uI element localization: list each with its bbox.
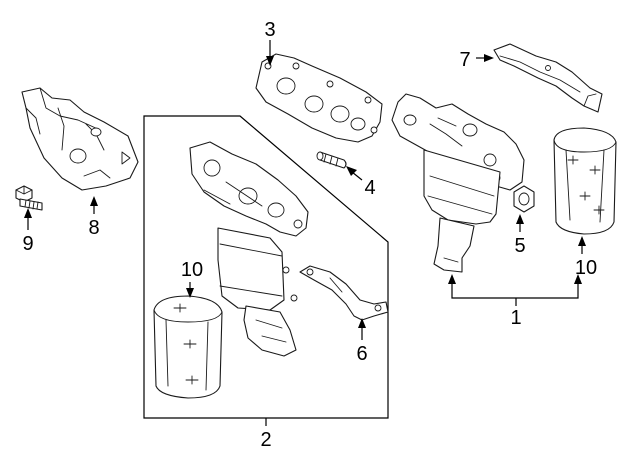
part-3-gasket bbox=[255, 53, 383, 143]
part-2-assembly-box bbox=[143, 115, 389, 419]
callout-9: 9 bbox=[22, 233, 33, 255]
callout-5: 5 bbox=[514, 235, 525, 257]
callout-1: 1 bbox=[510, 307, 521, 329]
leader-lines bbox=[24, 40, 586, 426]
part-1-manifold-converter bbox=[391, 93, 525, 273]
part-10-clamp-sleeve-right bbox=[553, 127, 617, 235]
callout-10-right: 10 bbox=[575, 257, 597, 279]
callout-4: 4 bbox=[364, 177, 375, 199]
callout-7: 7 bbox=[459, 49, 470, 71]
part-10-clamp-sleeve-left bbox=[153, 295, 223, 399]
callout-labels: 1 2 3 4 5 6 7 8 9 10 10 bbox=[22, 19, 597, 451]
part-2-manifold-assembly bbox=[189, 141, 309, 357]
part-8-heat-shield bbox=[21, 87, 139, 191]
part-9-bolt bbox=[15, 185, 43, 211]
callout-2: 2 bbox=[260, 429, 271, 451]
part-4-stud bbox=[316, 151, 347, 169]
callout-6: 6 bbox=[356, 343, 367, 365]
part-6-bracket bbox=[299, 265, 389, 321]
callout-10-left: 10 bbox=[181, 259, 203, 281]
callout-3: 3 bbox=[264, 19, 275, 41]
part-7-heat-shield bbox=[493, 43, 603, 113]
callout-8: 8 bbox=[88, 217, 99, 239]
part-5-nut bbox=[513, 185, 535, 213]
